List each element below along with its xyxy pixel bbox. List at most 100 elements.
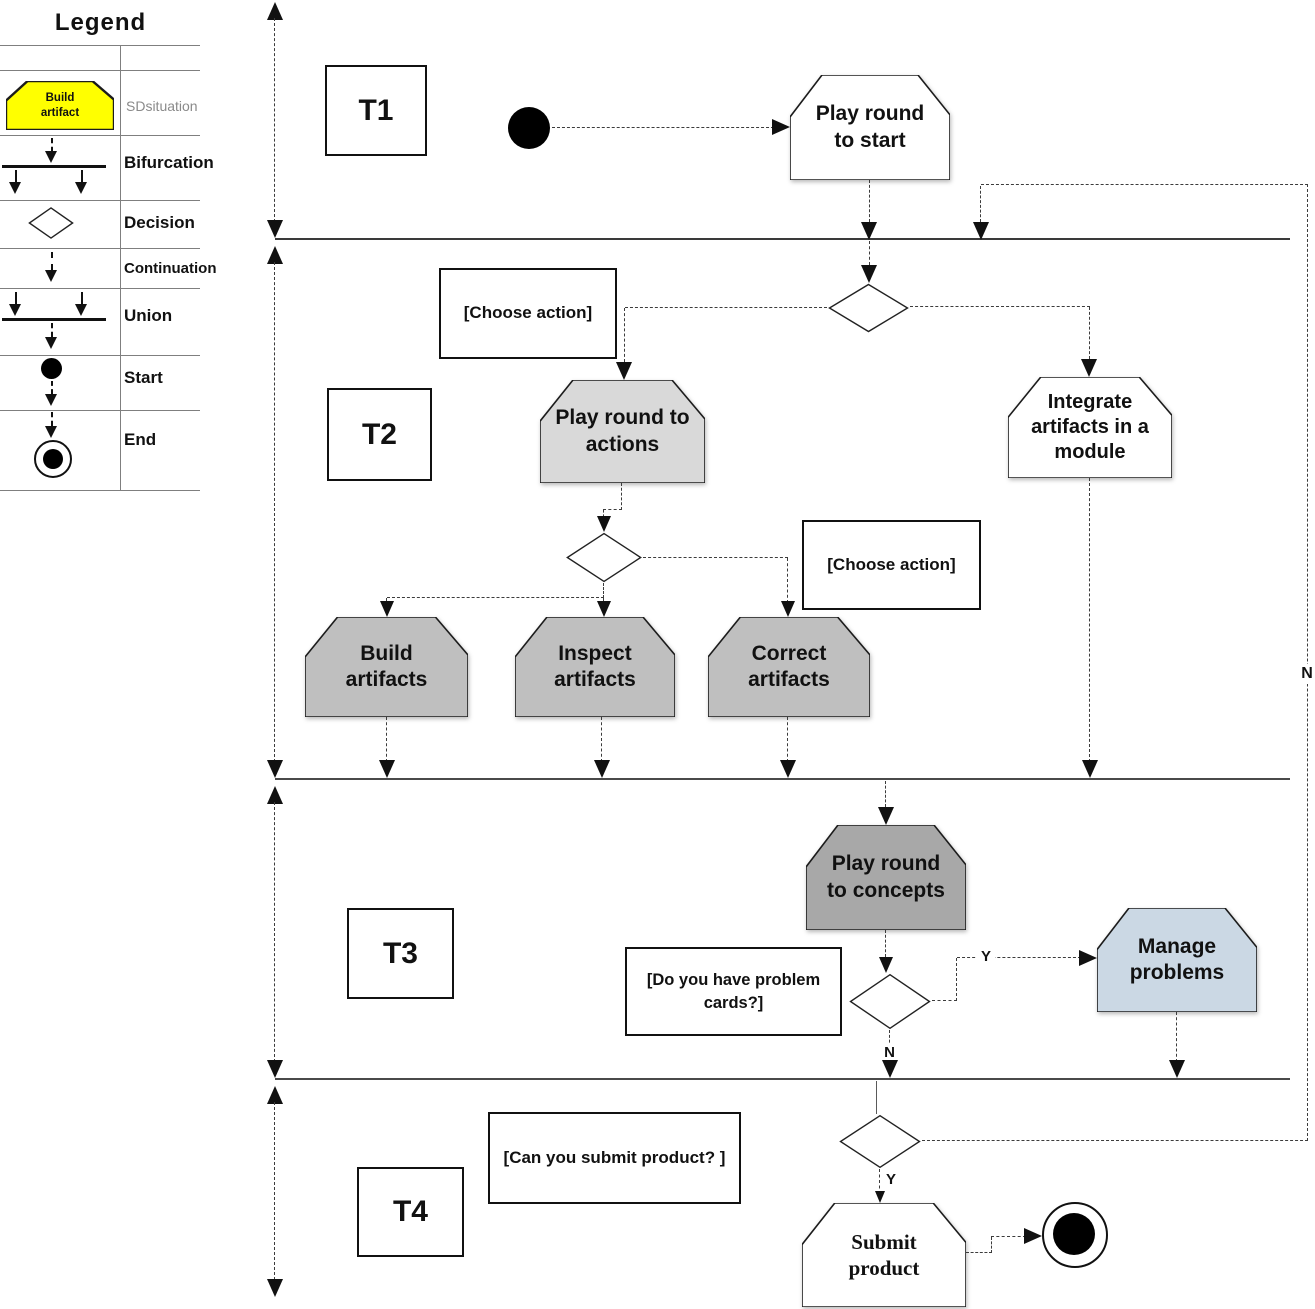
end-node-inner [1053, 1213, 1095, 1255]
arrowhead [597, 516, 611, 532]
arrowhead [1024, 1228, 1042, 1244]
decision-2 [565, 532, 643, 583]
legend-label-union: Union [124, 306, 173, 325]
flow-decision1-left [625, 307, 827, 308]
arrowhead [879, 957, 893, 973]
node-manage-problems: Manage problems [1097, 908, 1257, 1012]
flow-actions-down [621, 483, 622, 510]
flow-decision2-right-drop [787, 558, 788, 603]
node-inspect-artifacts: Inspect artifacts [515, 617, 675, 717]
annotation-submit-question-text: [Can you submit product? ] [503, 1147, 726, 1167]
arrowhead [594, 760, 610, 778]
legend-label-end: End [124, 430, 157, 449]
arrowhead [861, 222, 877, 240]
lane-label-t1: T1 [325, 65, 427, 156]
flow-decision4-down [879, 1169, 880, 1194]
node-play-round-to-concepts: Play round to concepts [806, 825, 966, 930]
legend-grid-line [0, 410, 200, 411]
flow-playround-to-bar [869, 180, 870, 222]
legend-panel: Legend Build artifact SDsituation Bifurc… [0, 0, 230, 500]
node-inspect-artifacts-label: Inspect artifacts [554, 641, 636, 691]
arrowhead [380, 601, 394, 617]
arrowhead [772, 119, 790, 135]
lane-label-t3: T3 [347, 908, 454, 999]
arrowhead [616, 362, 632, 380]
arrowhead [781, 601, 795, 617]
flow-decision1-left-drop [624, 308, 625, 362]
annotation-choose-action-2: [Choose action] [802, 520, 981, 610]
legend-grid-line [0, 70, 200, 71]
flow-submit-rise [991, 1237, 992, 1253]
lane-label-t2: T2 [327, 388, 432, 481]
node-submit-product-label: Submit product [848, 1229, 920, 1280]
flow-inspect-out [601, 717, 602, 762]
branch-label-submit-yes: Y [885, 1171, 896, 1188]
flow-feedback-top [981, 184, 1308, 185]
arrowhead [861, 265, 877, 283]
annotation-problem-cards: [Do you have problem cards?] [625, 947, 842, 1036]
legend-label-sdsituation: SDsituation [126, 98, 198, 114]
decision-3 [848, 973, 932, 1030]
arrowhead [597, 601, 611, 617]
lane-label-t3-text: T3 [382, 936, 418, 970]
flow-concepts-to-decision3 [885, 930, 886, 957]
end-icon [2, 412, 106, 488]
flow-integrate-out [1089, 478, 1090, 762]
arrowhead [379, 760, 395, 778]
legend-label-decision: Decision [124, 213, 195, 232]
arrowhead [780, 760, 796, 778]
bifurcation-icon [2, 138, 106, 196]
legend-grid-line [0, 490, 200, 491]
flow-decision3-right [932, 1000, 957, 1001]
decision-1 [827, 283, 910, 333]
sdsituation-sample-icon: Build artifact [6, 81, 114, 130]
flow-decision2-down [603, 583, 604, 598]
flow-feedback-right [1307, 184, 1308, 1141]
legend-grid-line [0, 135, 200, 136]
flow-actions-jog [603, 509, 622, 510]
flow-actions-drop [603, 510, 604, 517]
annotation-submit-question: [Can you submit product? ] [488, 1112, 741, 1204]
legend-grid-line [0, 45, 200, 46]
legend-grid-line [0, 288, 200, 289]
flow-decision1-right-drop [1089, 307, 1090, 359]
annotation-choose-action-2-text: [Choose action] [827, 554, 956, 574]
node-manage-problems-label: Manage problems [1129, 934, 1225, 984]
flow-decision4-right [922, 1140, 1308, 1141]
node-correct-artifacts: Correct artifacts [708, 617, 870, 717]
arrowhead [1082, 760, 1098, 778]
lane-label-t1-text: T1 [358, 93, 394, 127]
node-build-artifacts-label: Build artifacts [345, 641, 428, 691]
arrowhead [973, 222, 989, 240]
start-icon [2, 358, 106, 408]
decision-4 [838, 1114, 922, 1169]
flow-split-left-drop [386, 598, 387, 603]
lane-separator-t2-t3 [275, 778, 1290, 780]
union-icon [2, 292, 106, 354]
legend-grid-line [0, 355, 200, 356]
arrowhead [1079, 950, 1097, 966]
flow-bar-to-decision4 [876, 1081, 877, 1114]
flow-feedback-drop [980, 186, 981, 222]
arrowhead [882, 1060, 898, 1078]
node-play-round-to-start: Play round to start [790, 75, 950, 180]
lane-separator-t3-t4 [275, 1078, 1290, 1080]
flow-decision1-right [910, 306, 1090, 307]
flow-decision3-to-manage [957, 957, 1081, 958]
annotation-choose-action-1: [Choose action] [439, 268, 617, 359]
arrowhead [1169, 1060, 1185, 1078]
decision-icon [28, 207, 74, 239]
annotation-problem-cards-text: [Do you have problem cards?] [646, 971, 821, 1012]
legend-grid-line [0, 248, 200, 249]
branch-label-submit-no: N [1294, 664, 1315, 684]
flow-decision3-rise [956, 958, 957, 1001]
branch-label-problem-yes: Y [977, 947, 995, 966]
legend-title: Legend [54, 9, 147, 36]
flow-submit-out [966, 1252, 992, 1253]
lane-label-t2-text: T2 [361, 417, 397, 451]
node-play-round-to-actions: Play round to actions [540, 380, 705, 483]
legend-label-start: Start [124, 368, 163, 387]
start-node [508, 107, 550, 149]
node-correct-artifacts-label: Correct artifacts [748, 641, 830, 691]
